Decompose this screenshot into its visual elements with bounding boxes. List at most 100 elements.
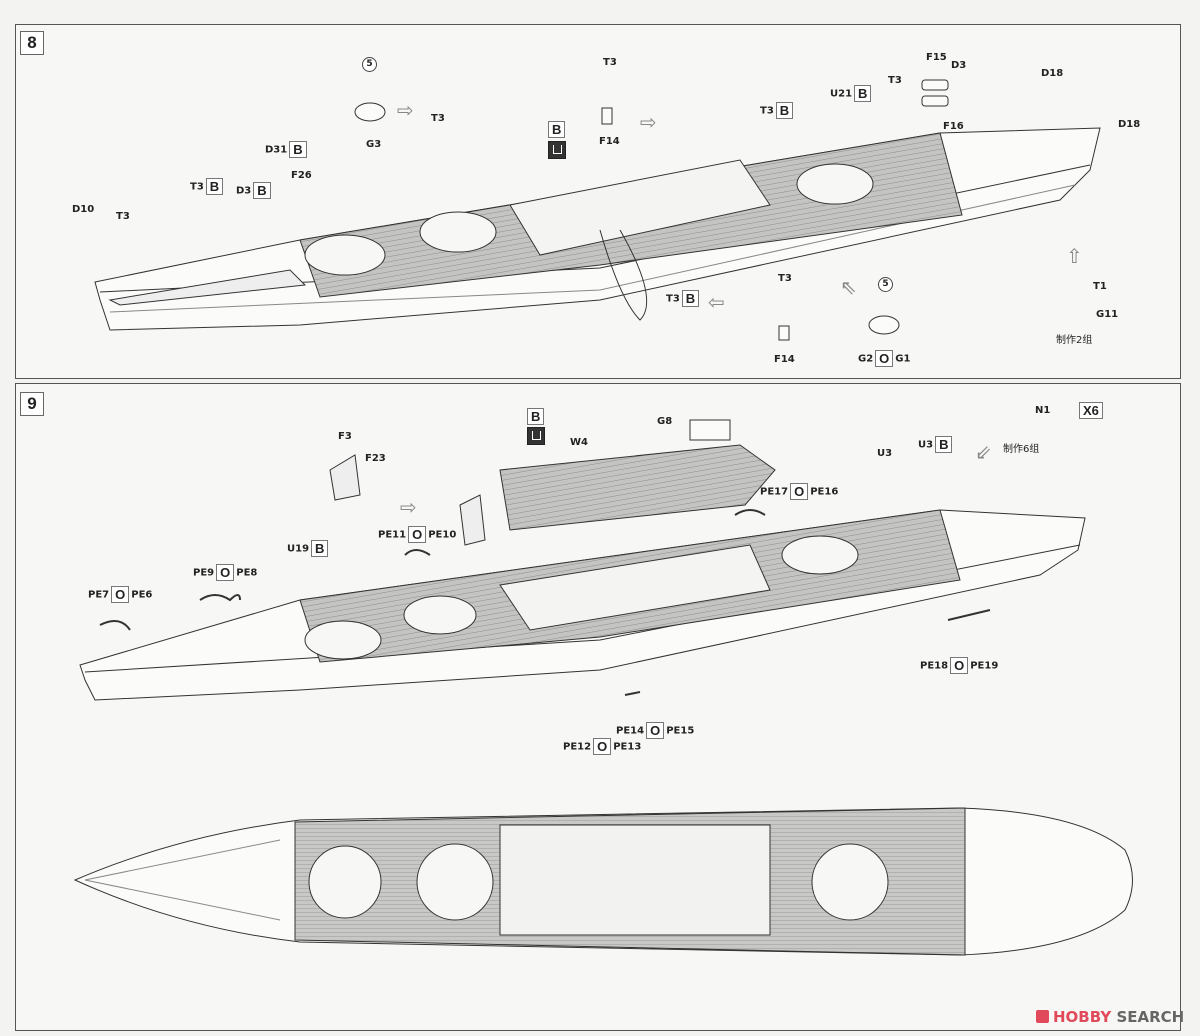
part-label: PE14 (616, 725, 645, 737)
paint-icon (548, 141, 566, 159)
part-label: G1 (895, 353, 911, 365)
part-label: PE15 (666, 725, 695, 737)
view-arrow-icon: ⇧ (1066, 244, 1083, 268)
part-label-d10: D10 (72, 204, 95, 215)
part-label: PE11 (378, 529, 407, 541)
material-box-o: O (875, 350, 894, 367)
part-label-t3: T3 (603, 57, 617, 68)
part-label-t3: T3 (778, 273, 792, 284)
part-label: PE12 (563, 741, 592, 753)
view-arrow-icon: ⇨ (397, 98, 414, 122)
part-label: U3 (918, 439, 934, 451)
part-label-d18: D18 (1118, 119, 1141, 130)
part-label: PE16 (810, 486, 839, 498)
part-label-f14: F14 (599, 136, 620, 147)
part-label-f26: F26 (291, 170, 312, 181)
material-box-b: B (775, 102, 794, 119)
part-label: T3 (190, 181, 204, 193)
part-label: U19 (287, 543, 310, 555)
material-box-b: B (289, 141, 307, 158)
part-label-t1: T1 (1093, 281, 1107, 292)
part-label-f15: F15 (926, 52, 947, 63)
view-arrow-icon: ⇨ (400, 495, 417, 519)
part-label: T3 (666, 293, 680, 305)
subassembly-ref-5: 5 (878, 277, 893, 292)
paint-icon (527, 427, 545, 445)
part-label: PE13 (613, 741, 642, 753)
material-code: B (525, 408, 546, 425)
part-label: D31 (265, 144, 288, 156)
part-label: PE18 (920, 660, 949, 672)
watermark-text: SEARCH (1116, 1008, 1185, 1026)
material-box-b: B (205, 178, 224, 195)
part-label: PE9 (193, 567, 215, 579)
make-6-sets-note: 制作6组 (1003, 444, 1040, 455)
material-box-b: B (935, 436, 953, 453)
material-code: B (546, 121, 567, 138)
view-arrow-icon: ⇨ (640, 110, 657, 134)
part-label: PE19 (970, 660, 999, 672)
part-label-g3: G3 (366, 139, 382, 150)
part-label: PE8 (236, 567, 258, 579)
part-label: PE17 (760, 486, 789, 498)
material-box-o: O (216, 564, 235, 581)
part-label: U21 (830, 88, 853, 100)
quantity-x6: X6 (1077, 402, 1105, 419)
material-box-o: O (646, 722, 665, 739)
part-label-f14: F14 (774, 354, 795, 365)
watermark-logo: HOBBY SEARCH (1036, 1008, 1184, 1026)
part-label-t3: T3 (888, 75, 902, 86)
step-9-hull (79, 419, 1086, 701)
material-box-o: O (950, 657, 969, 674)
material-box-b: B (681, 290, 700, 307)
material-box-b: B (253, 182, 271, 199)
step-number-9: 9 (20, 392, 44, 416)
material-box-o: O (790, 483, 809, 500)
part-label-f23: F23 (365, 453, 386, 464)
material-box-b: B (311, 540, 329, 557)
part-label-g11: G11 (1096, 309, 1119, 320)
top-view-hull (73, 807, 1133, 956)
part-label-t3: T3 (431, 113, 445, 124)
material-box-b: B (548, 121, 566, 138)
part-label: D3 (236, 185, 252, 197)
step-number-8: 8 (20, 31, 44, 55)
material-box-o: O (111, 586, 130, 603)
subassembly-ref-5: 5 (362, 57, 377, 72)
quantity-box: X6 (1079, 402, 1103, 419)
part-label: PE6 (131, 589, 153, 601)
part-label: PE7 (88, 589, 110, 601)
part-label-w4: W4 (570, 437, 588, 448)
material-box-b: B (527, 408, 545, 425)
view-arrow-icon: ⇙ (975, 440, 992, 464)
part-label-f16: F16 (943, 121, 964, 132)
material-box-o: O (593, 738, 612, 755)
material-box-o: O (408, 526, 427, 543)
brand-icon (1036, 1010, 1049, 1023)
part-label: PE10 (428, 529, 457, 541)
material-box-b: B (854, 85, 872, 102)
view-arrow-icon: ⇦ (708, 290, 725, 314)
make-2-sets-note: 制作2组 (1056, 335, 1093, 346)
part-label-u3: U3 (877, 448, 893, 459)
part-label-t3: T3 (116, 211, 130, 222)
part-label-g8: G8 (657, 416, 673, 427)
part-label-d18: D18 (1041, 68, 1064, 79)
step-8-hull (94, 79, 1101, 341)
view-arrow-icon: ⇖ (840, 275, 857, 299)
